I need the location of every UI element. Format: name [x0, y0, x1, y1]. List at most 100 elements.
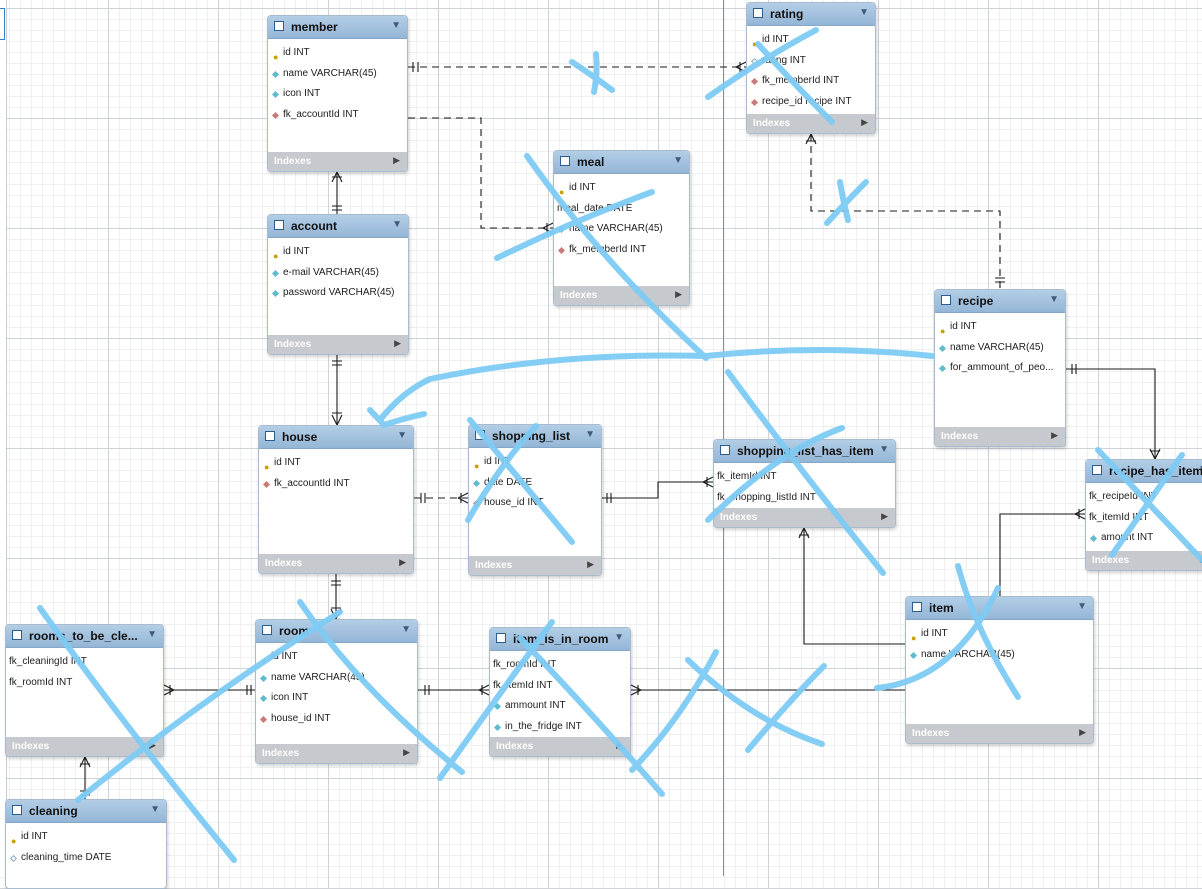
- column-row[interactable]: ●id INT: [6, 827, 166, 848]
- table-header[interactable]: rating▼: [747, 3, 875, 26]
- column-row[interactable]: fk_accountId INT: [268, 105, 407, 126]
- collapse-chevron-icon[interactable]: ▼: [392, 219, 402, 230]
- column-row[interactable]: e-mail VARCHAR(45): [268, 263, 408, 284]
- table-header[interactable]: recipe_has_item▼: [1086, 460, 1202, 483]
- collapse-chevron-icon[interactable]: ▼: [1049, 294, 1059, 305]
- column-row[interactable]: name VARCHAR(45): [906, 645, 1093, 666]
- collapse-chevron-icon[interactable]: ▼: [1077, 601, 1087, 612]
- column-row[interactable]: ●id INT: [747, 30, 875, 51]
- column-row[interactable]: fk_itemId INT: [714, 467, 895, 488]
- expand-triangle-icon[interactable]: ▶: [399, 557, 406, 567]
- indexes-bar[interactable]: Indexes▶: [747, 114, 875, 133]
- column-row[interactable]: icon INT: [256, 688, 417, 709]
- column-row[interactable]: house_id INT: [469, 493, 601, 514]
- table-header[interactable]: rooms_to_be_cle...▼: [6, 625, 163, 648]
- table-header[interactable]: shopping_list_has_item▼: [714, 440, 895, 463]
- column-row[interactable]: fk_memberId INT: [747, 71, 875, 92]
- collapse-chevron-icon[interactable]: ▼: [673, 155, 683, 166]
- table-header[interactable]: recipe▼: [935, 290, 1065, 313]
- collapse-chevron-icon[interactable]: ▼: [147, 629, 157, 640]
- column-row[interactable]: fk_roomId INT: [490, 655, 630, 676]
- table-header[interactable]: meal▼: [554, 151, 689, 174]
- column-row[interactable]: ●id INT: [259, 453, 413, 474]
- indexes-bar[interactable]: Indexes▶: [490, 737, 630, 756]
- table-header[interactable]: house▼: [259, 426, 413, 449]
- column-row[interactable]: date DATE: [469, 473, 601, 494]
- column-row[interactable]: ●id INT: [268, 43, 407, 64]
- column-row[interactable]: fk_itemId INT: [1086, 508, 1202, 529]
- column-row[interactable]: ●id INT: [256, 647, 417, 668]
- column-row[interactable]: recipe_id recipe INT: [747, 92, 875, 113]
- table-header[interactable]: item▼: [906, 597, 1093, 620]
- column-row[interactable]: fk_accountId INT: [259, 474, 413, 495]
- indexes-bar[interactable]: Indexes▶: [268, 152, 407, 171]
- table-header[interactable]: shopping_list▼: [469, 425, 601, 448]
- table-header[interactable]: account▼: [268, 215, 408, 238]
- indexes-bar[interactable]: Indexes▶: [256, 744, 417, 763]
- column-row[interactable]: in_the_fridge INT: [490, 717, 630, 738]
- indexes-bar[interactable]: Indexes▶: [469, 556, 601, 575]
- column-row[interactable]: cleaning_time DATE: [6, 848, 166, 869]
- collapse-chevron-icon[interactable]: ▼: [859, 7, 869, 18]
- expand-triangle-icon[interactable]: ▶: [616, 740, 623, 750]
- column-row[interactable]: name VARCHAR(45): [256, 668, 417, 689]
- column-row[interactable]: ●id INT: [554, 178, 689, 199]
- column-row[interactable]: fk_shopping_listId INT: [714, 488, 895, 509]
- column-row[interactable]: password VARCHAR(45): [268, 283, 408, 304]
- expand-triangle-icon[interactable]: ▶: [403, 747, 410, 757]
- indexes-bar[interactable]: Indexes▶: [554, 286, 689, 305]
- table-header[interactable]: member▼: [268, 16, 407, 39]
- table-header[interactable]: room▼: [256, 620, 417, 643]
- column-row[interactable]: ●id INT: [268, 242, 408, 263]
- column-row[interactable]: house_id INT: [256, 709, 417, 730]
- column-row[interactable]: meal_date DATE: [554, 199, 689, 220]
- expand-triangle-icon[interactable]: ▶: [393, 155, 400, 165]
- column-row[interactable]: ●id INT: [906, 624, 1093, 645]
- indexes-bar[interactable]: Indexes▶: [906, 724, 1093, 743]
- table-header[interactable]: cleaning▼: [6, 800, 166, 823]
- indexes-bar[interactable]: Indexes▶: [259, 554, 413, 573]
- indexes-bar[interactable]: Indexes▶: [714, 508, 895, 527]
- collapse-chevron-icon[interactable]: ▼: [150, 804, 160, 815]
- expand-triangle-icon[interactable]: ▶: [861, 117, 868, 127]
- column-row[interactable]: fk_roomId INT: [6, 673, 163, 694]
- column-row[interactable]: ammount INT: [490, 696, 630, 717]
- column-row[interactable]: rating INT: [747, 51, 875, 72]
- expand-triangle-icon[interactable]: ▶: [675, 289, 682, 299]
- indexes-bar[interactable]: Indexes▶: [1086, 551, 1202, 570]
- column-row[interactable]: icon INT: [268, 84, 407, 105]
- expand-triangle-icon[interactable]: ▶: [1079, 727, 1086, 737]
- collapse-chevron-icon[interactable]: ▼: [1198, 464, 1202, 475]
- collapse-chevron-icon[interactable]: ▼: [879, 444, 889, 455]
- indexes-bar[interactable]: Indexes▶: [935, 427, 1065, 446]
- expand-triangle-icon[interactable]: ▶: [587, 559, 594, 569]
- expand-triangle-icon[interactable]: ▶: [1051, 430, 1058, 440]
- column-row[interactable]: ●id INT: [935, 317, 1065, 338]
- expand-triangle-icon[interactable]: ▶: [394, 338, 401, 348]
- indexes-bar[interactable]: Indexes▶: [268, 335, 408, 354]
- column-row[interactable]: ●id INT: [469, 452, 601, 473]
- collapse-chevron-icon[interactable]: ▼: [401, 624, 411, 635]
- column-row[interactable]: fk_memberId INT: [554, 240, 689, 261]
- collapse-chevron-icon[interactable]: ▼: [614, 632, 624, 643]
- column-row[interactable]: fk_recipeId INT: [1086, 487, 1202, 508]
- indexes-bar[interactable]: Indexes▶: [6, 737, 163, 756]
- expand-triangle-icon[interactable]: ▶: [881, 511, 888, 521]
- column-row[interactable]: for_ammount_of_peo...: [935, 358, 1065, 379]
- expand-triangle-icon[interactable]: ▶: [149, 740, 156, 750]
- column-row[interactable]: name VARCHAR(45): [268, 64, 407, 85]
- column-row[interactable]: name VARCHAR(45): [554, 219, 689, 240]
- table-recipe_has_item[interactable]: recipe_has_item▼ fk_recipeId INTfk_itemId…: [1085, 459, 1202, 571]
- table-header[interactable]: item_is_in_room▼: [490, 628, 630, 651]
- column-row[interactable]: name VARCHAR(45): [935, 338, 1065, 359]
